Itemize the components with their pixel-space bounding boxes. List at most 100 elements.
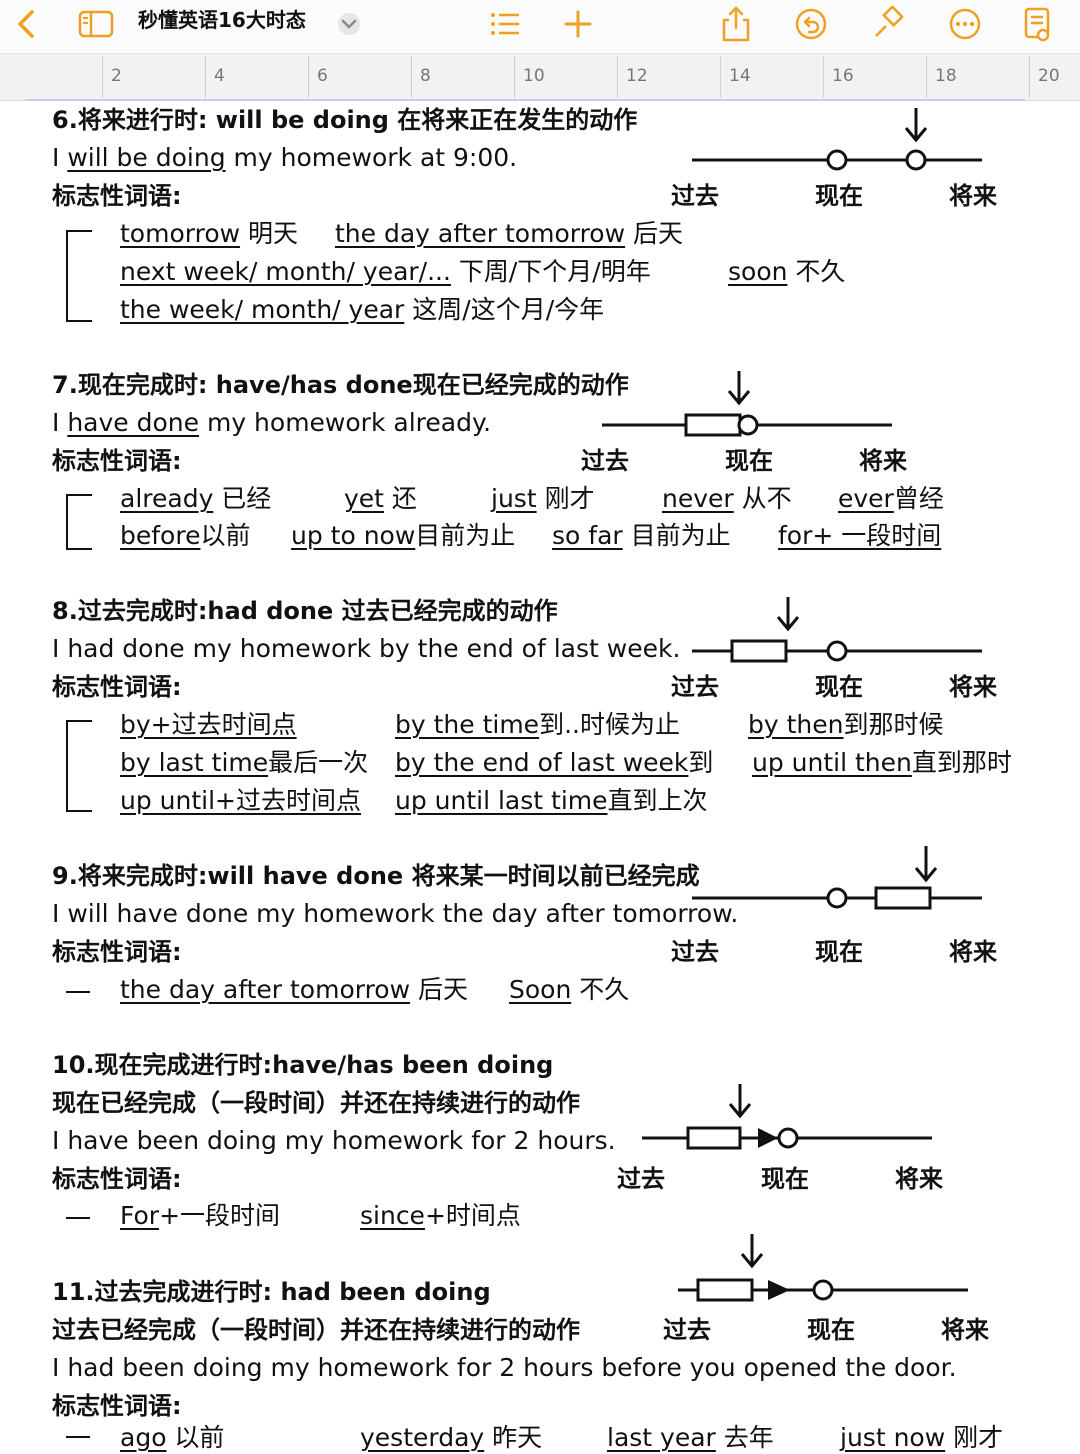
marker-word: tomorrow 明天	[120, 219, 299, 248]
marker-word: For+一段时间	[120, 1201, 281, 1230]
timeline-future-label: 将来	[895, 1165, 943, 1193]
bracket	[66, 720, 92, 812]
marker-word: ever曾经	[838, 484, 944, 513]
section-10-markers-label: 标志性词语:	[52, 1165, 182, 1193]
marker-word: Soon 不久	[509, 975, 630, 1004]
list-dash	[66, 1436, 90, 1438]
marker-word: the day after tomorrow 后天	[335, 219, 684, 248]
section-7-markers-label: 标志性词语:	[52, 447, 182, 475]
marker-word: just 刚才	[491, 484, 595, 513]
marker-word: up until last time直到上次	[395, 786, 708, 815]
marker-word: up until+过去时间点	[120, 786, 361, 815]
section-8-example: I had done my homework by the end of las…	[52, 634, 681, 663]
marker-word: by then到那时候	[748, 710, 944, 739]
timeline-future-label: 将来	[949, 938, 997, 966]
section-7-example: I have done my homework already.	[52, 408, 492, 437]
timeline-now-label: 现在	[815, 938, 863, 966]
back-icon[interactable]	[6, 4, 46, 44]
timeline-now-label: 现在	[815, 673, 863, 701]
section-11-timeline	[678, 1234, 968, 1302]
marker-word: next week/ month/ year/... 下周/下个月/明年	[120, 257, 651, 286]
section-11-example: I had been doing my homework for 2 hours…	[52, 1353, 957, 1382]
brush-icon[interactable]	[868, 4, 908, 44]
ruler-number: 8	[420, 66, 431, 86]
section-7-heading: 7.现在完成时: have/has done现在已经完成的动作	[52, 371, 629, 399]
ruler-number: 20	[1038, 66, 1060, 86]
ruler-margin-line	[25, 99, 1025, 101]
timeline-past-label: 过去	[617, 1165, 665, 1193]
marker-word: the day after tomorrow 后天	[120, 975, 469, 1004]
marker-word: up to now目前为止	[291, 521, 516, 550]
marker-word: by last time最后一次	[120, 748, 369, 777]
list-dash	[66, 991, 90, 993]
marker-word: by+过去时间点	[120, 710, 297, 739]
timeline-future-label: 将来	[949, 182, 997, 210]
bracket	[66, 494, 92, 550]
section-9-timeline	[692, 846, 982, 910]
marker-word: never 从不	[662, 484, 792, 513]
list-icon[interactable]	[485, 4, 525, 44]
more-icon[interactable]	[945, 4, 985, 44]
marker-word: so far 目前为止	[552, 521, 731, 550]
section-10-subheading: 现在已经完成（一段时间）并还在持续进行的动作	[52, 1089, 580, 1117]
ruler[interactable]: 2 4 6 8 10 12 14 16 18 20	[0, 53, 1080, 101]
document-title[interactable]: 秒懂英语16大时态	[138, 8, 306, 32]
marker-word: just now 刚才	[840, 1423, 1004, 1452]
timeline-now-label: 现在	[815, 182, 863, 210]
marker-word: before以前	[120, 521, 251, 550]
ruler-number: 2	[111, 66, 122, 86]
ruler-number: 4	[214, 66, 225, 86]
timeline-future-label: 将来	[949, 673, 997, 701]
section-11-markers-label: 标志性词语:	[52, 1392, 182, 1420]
timeline-future-label: 将来	[941, 1316, 989, 1344]
section-9-heading: 9.将来完成时:will have done 将来某一时间以前已经完成	[52, 862, 700, 890]
marker-word: by the end of last week到	[395, 748, 714, 777]
document-icon[interactable]	[1017, 4, 1057, 44]
section-6-timeline	[692, 108, 982, 171]
timeline-past-label: 过去	[581, 447, 629, 475]
list-dash	[66, 1217, 90, 1219]
section-10-example: I have been doing my homework for 2 hour…	[52, 1126, 616, 1155]
marker-word: for+ 一段时间	[778, 521, 942, 550]
section-6-markers-label: 标志性词语:	[52, 182, 182, 210]
plus-icon[interactable]	[558, 4, 598, 44]
marker-word: yet 还	[344, 484, 417, 513]
section-8-markers-label: 标志性词语:	[52, 673, 182, 701]
marker-word: last year 去年	[607, 1423, 774, 1452]
marker-word: soon 不久	[728, 257, 846, 286]
marker-word: by the time到..时候为止	[395, 710, 680, 739]
section-6-example: I will be doing my homework at 9:00.	[52, 143, 518, 172]
ruler-number: 14	[729, 66, 751, 86]
share-icon[interactable]	[716, 4, 756, 44]
toolbar: 秒懂英语16大时态	[0, 0, 1080, 52]
undo-icon[interactable]	[791, 4, 831, 44]
timeline-now-label: 现在	[761, 1165, 809, 1193]
marker-word: up until then直到那时	[752, 748, 1012, 777]
timeline-past-label: 过去	[671, 182, 719, 210]
ruler-number: 16	[832, 66, 854, 86]
section-6-heading: 6.将来进行时: will be doing 在将来正在发生的动作	[52, 106, 638, 134]
timeline-now-label: 现在	[725, 447, 773, 475]
timeline-now-label: 现在	[807, 1316, 855, 1344]
marker-word: ago 以前	[120, 1423, 225, 1452]
timeline-past-label: 过去	[663, 1316, 711, 1344]
section-10-timeline	[642, 1084, 932, 1150]
section-10-heading: 10.现在完成进行时:have/has been doing	[52, 1051, 554, 1079]
marker-word: since+时间点	[360, 1201, 521, 1230]
timeline-future-label: 将来	[859, 447, 907, 475]
bracket	[66, 230, 92, 322]
section-8-timeline	[692, 597, 982, 663]
marker-word: the week/ month/ year 这周/这个月/今年	[120, 295, 605, 324]
marker-word: already 已经	[120, 484, 272, 513]
sidebar-icon[interactable]	[76, 4, 116, 44]
timeline-past-label: 过去	[671, 673, 719, 701]
ruler-number: 6	[317, 66, 328, 86]
section-11-subheading: 过去已经完成（一段时间）并还在持续进行的动作	[52, 1316, 580, 1344]
ruler-number: 12	[626, 66, 648, 86]
section-9-example: I will have done my homework the day aft…	[52, 899, 739, 928]
section-9-markers-label: 标志性词语:	[52, 938, 182, 966]
section-7-timeline	[602, 371, 892, 437]
marker-word: yesterday 昨天	[360, 1423, 543, 1452]
chevron-down-icon[interactable]	[331, 6, 367, 42]
ruler-number: 18	[935, 66, 957, 86]
